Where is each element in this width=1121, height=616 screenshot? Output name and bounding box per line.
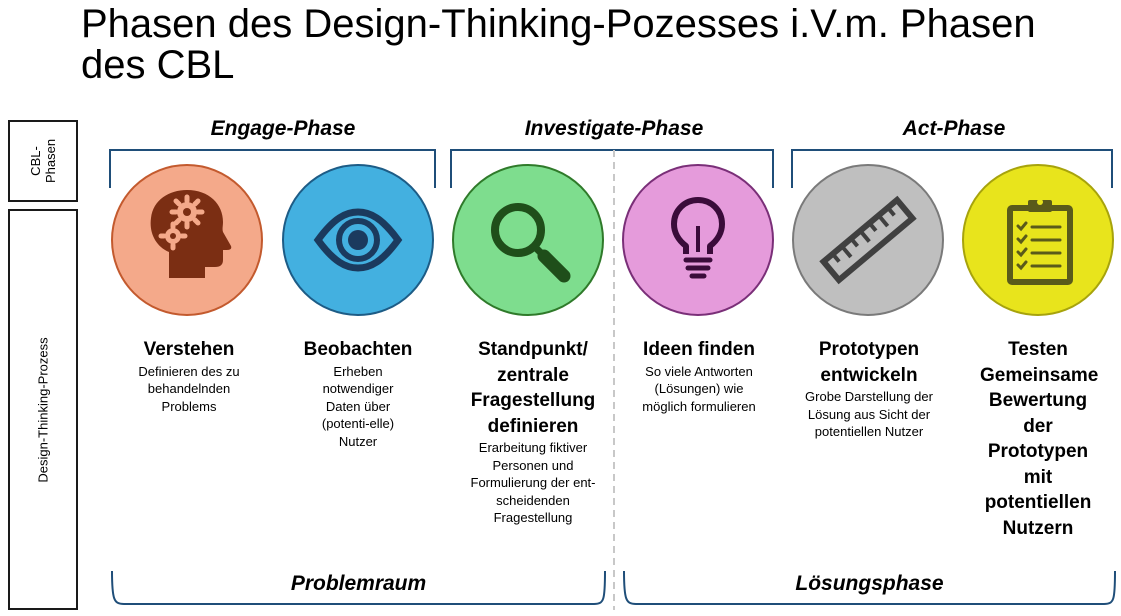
standpunkt-circle xyxy=(452,164,604,316)
prototypen-circle xyxy=(792,164,944,316)
loesungsphase-label: Lösungsphase xyxy=(795,572,944,595)
head-gears-icon xyxy=(150,190,232,278)
engage-bracket xyxy=(109,149,436,188)
step-heading: Verstehen xyxy=(143,339,235,360)
step-verstehen: Verstehen Definieren des zu behandelnden… xyxy=(111,337,267,415)
step-heading: Standpunkt/ zentrale Fragestellung defin… xyxy=(470,339,596,437)
eye-icon xyxy=(313,208,403,272)
step-prototypen: Prototypen entwickeln Grobe Darstellung … xyxy=(791,337,947,441)
step-ideen: Ideen finden So viele Antworten (Lösunge… xyxy=(621,337,777,415)
testen-circle xyxy=(962,164,1114,316)
clipboard-checklist-icon xyxy=(1007,199,1073,285)
step-description: Definieren des zu behandelnden Problems xyxy=(138,363,240,414)
act-phase-label: Act-Phase xyxy=(902,117,1006,140)
step-heading: Beobachten xyxy=(303,339,413,360)
beobachten-circle xyxy=(282,164,434,316)
loesungsphase-bracket xyxy=(623,570,1116,605)
cbl-phasen-box: CBL- Phasen xyxy=(8,120,78,202)
step-heading: Prototypen entwickeln xyxy=(818,339,920,386)
magnifier-icon xyxy=(491,203,571,283)
step-description: So viele Antworten (Lösungen) wie möglic… xyxy=(642,363,756,414)
ruler-icon xyxy=(819,195,917,285)
lightbulb-icon xyxy=(671,197,725,279)
investigate-phase-label: Investigate-Phase xyxy=(524,117,704,140)
step-standpunkt: Standpunkt/ zentrale Fragestellung defin… xyxy=(455,337,611,527)
investigate-bracket xyxy=(450,149,774,188)
problemraum-bracket xyxy=(111,570,606,605)
step-heading: Testen Gemeinsame Bewertung der Prototyp… xyxy=(980,339,1099,539)
step-description: Erarbeitung fiktiver Personen und Formul… xyxy=(470,440,596,525)
step-heading: Ideen finden xyxy=(643,339,755,360)
step-testen: Testen Gemeinsame Bewertung der Prototyp… xyxy=(960,337,1116,541)
act-bracket xyxy=(791,149,1113,188)
page-title: Phasen des Design-Thinking-Pozesses i.V.… xyxy=(81,2,1036,87)
step-beobachten: Beobachten Erheben notwendiger Daten übe… xyxy=(280,337,436,450)
ideen-circle xyxy=(622,164,774,316)
verstehen-circle xyxy=(111,164,263,316)
problemraum-label: Problemraum xyxy=(290,572,427,595)
step-description: Erheben notwendiger Daten über (potenti-… xyxy=(321,363,395,449)
design-thinking-box: Design-Thinking-Prozess xyxy=(8,209,78,610)
engage-phase-label: Engage-Phase xyxy=(210,117,356,140)
step-description: Grobe Darstellung der Lösung aus Sicht d… xyxy=(805,389,933,439)
